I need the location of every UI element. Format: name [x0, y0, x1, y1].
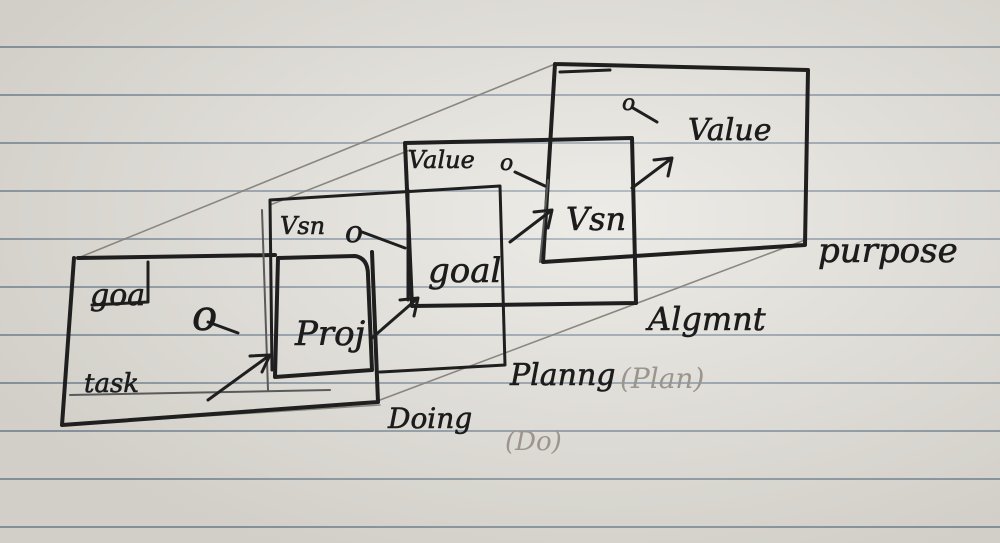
circle-marker-4: o	[622, 91, 635, 116]
circle-marker-3: o	[500, 151, 513, 176]
label-planning-faint: (Plan)	[620, 362, 704, 395]
label-vision-big: Vsn	[566, 200, 626, 238]
label-goal-small: goa	[90, 278, 145, 313]
label-value-mid: Value	[408, 146, 475, 174]
alignment-box	[403, 136, 638, 308]
label-value-big: Value	[688, 113, 771, 148]
label-purpose: purpose	[818, 231, 958, 271]
diagram-labels: goa task o Proj Vsn o goal Value o Vsn o…	[84, 91, 958, 457]
circle-marker-1: o	[192, 291, 217, 340]
purpose-box	[539, 62, 810, 264]
label-doing: Doing	[387, 402, 472, 435]
task-box	[60, 250, 380, 427]
label-alignment: Algmnt	[645, 300, 766, 338]
circle-marker-2: o	[345, 215, 363, 250]
label-task: task	[84, 369, 139, 399]
label-planning: Planng	[509, 358, 616, 393]
label-goal-mid: goal	[428, 251, 501, 291]
label-proj: Proj	[294, 314, 366, 354]
label-vision-mid: Vsn	[280, 212, 325, 240]
label-doing-faint: (Do)	[505, 427, 562, 457]
arrows	[206, 106, 674, 402]
